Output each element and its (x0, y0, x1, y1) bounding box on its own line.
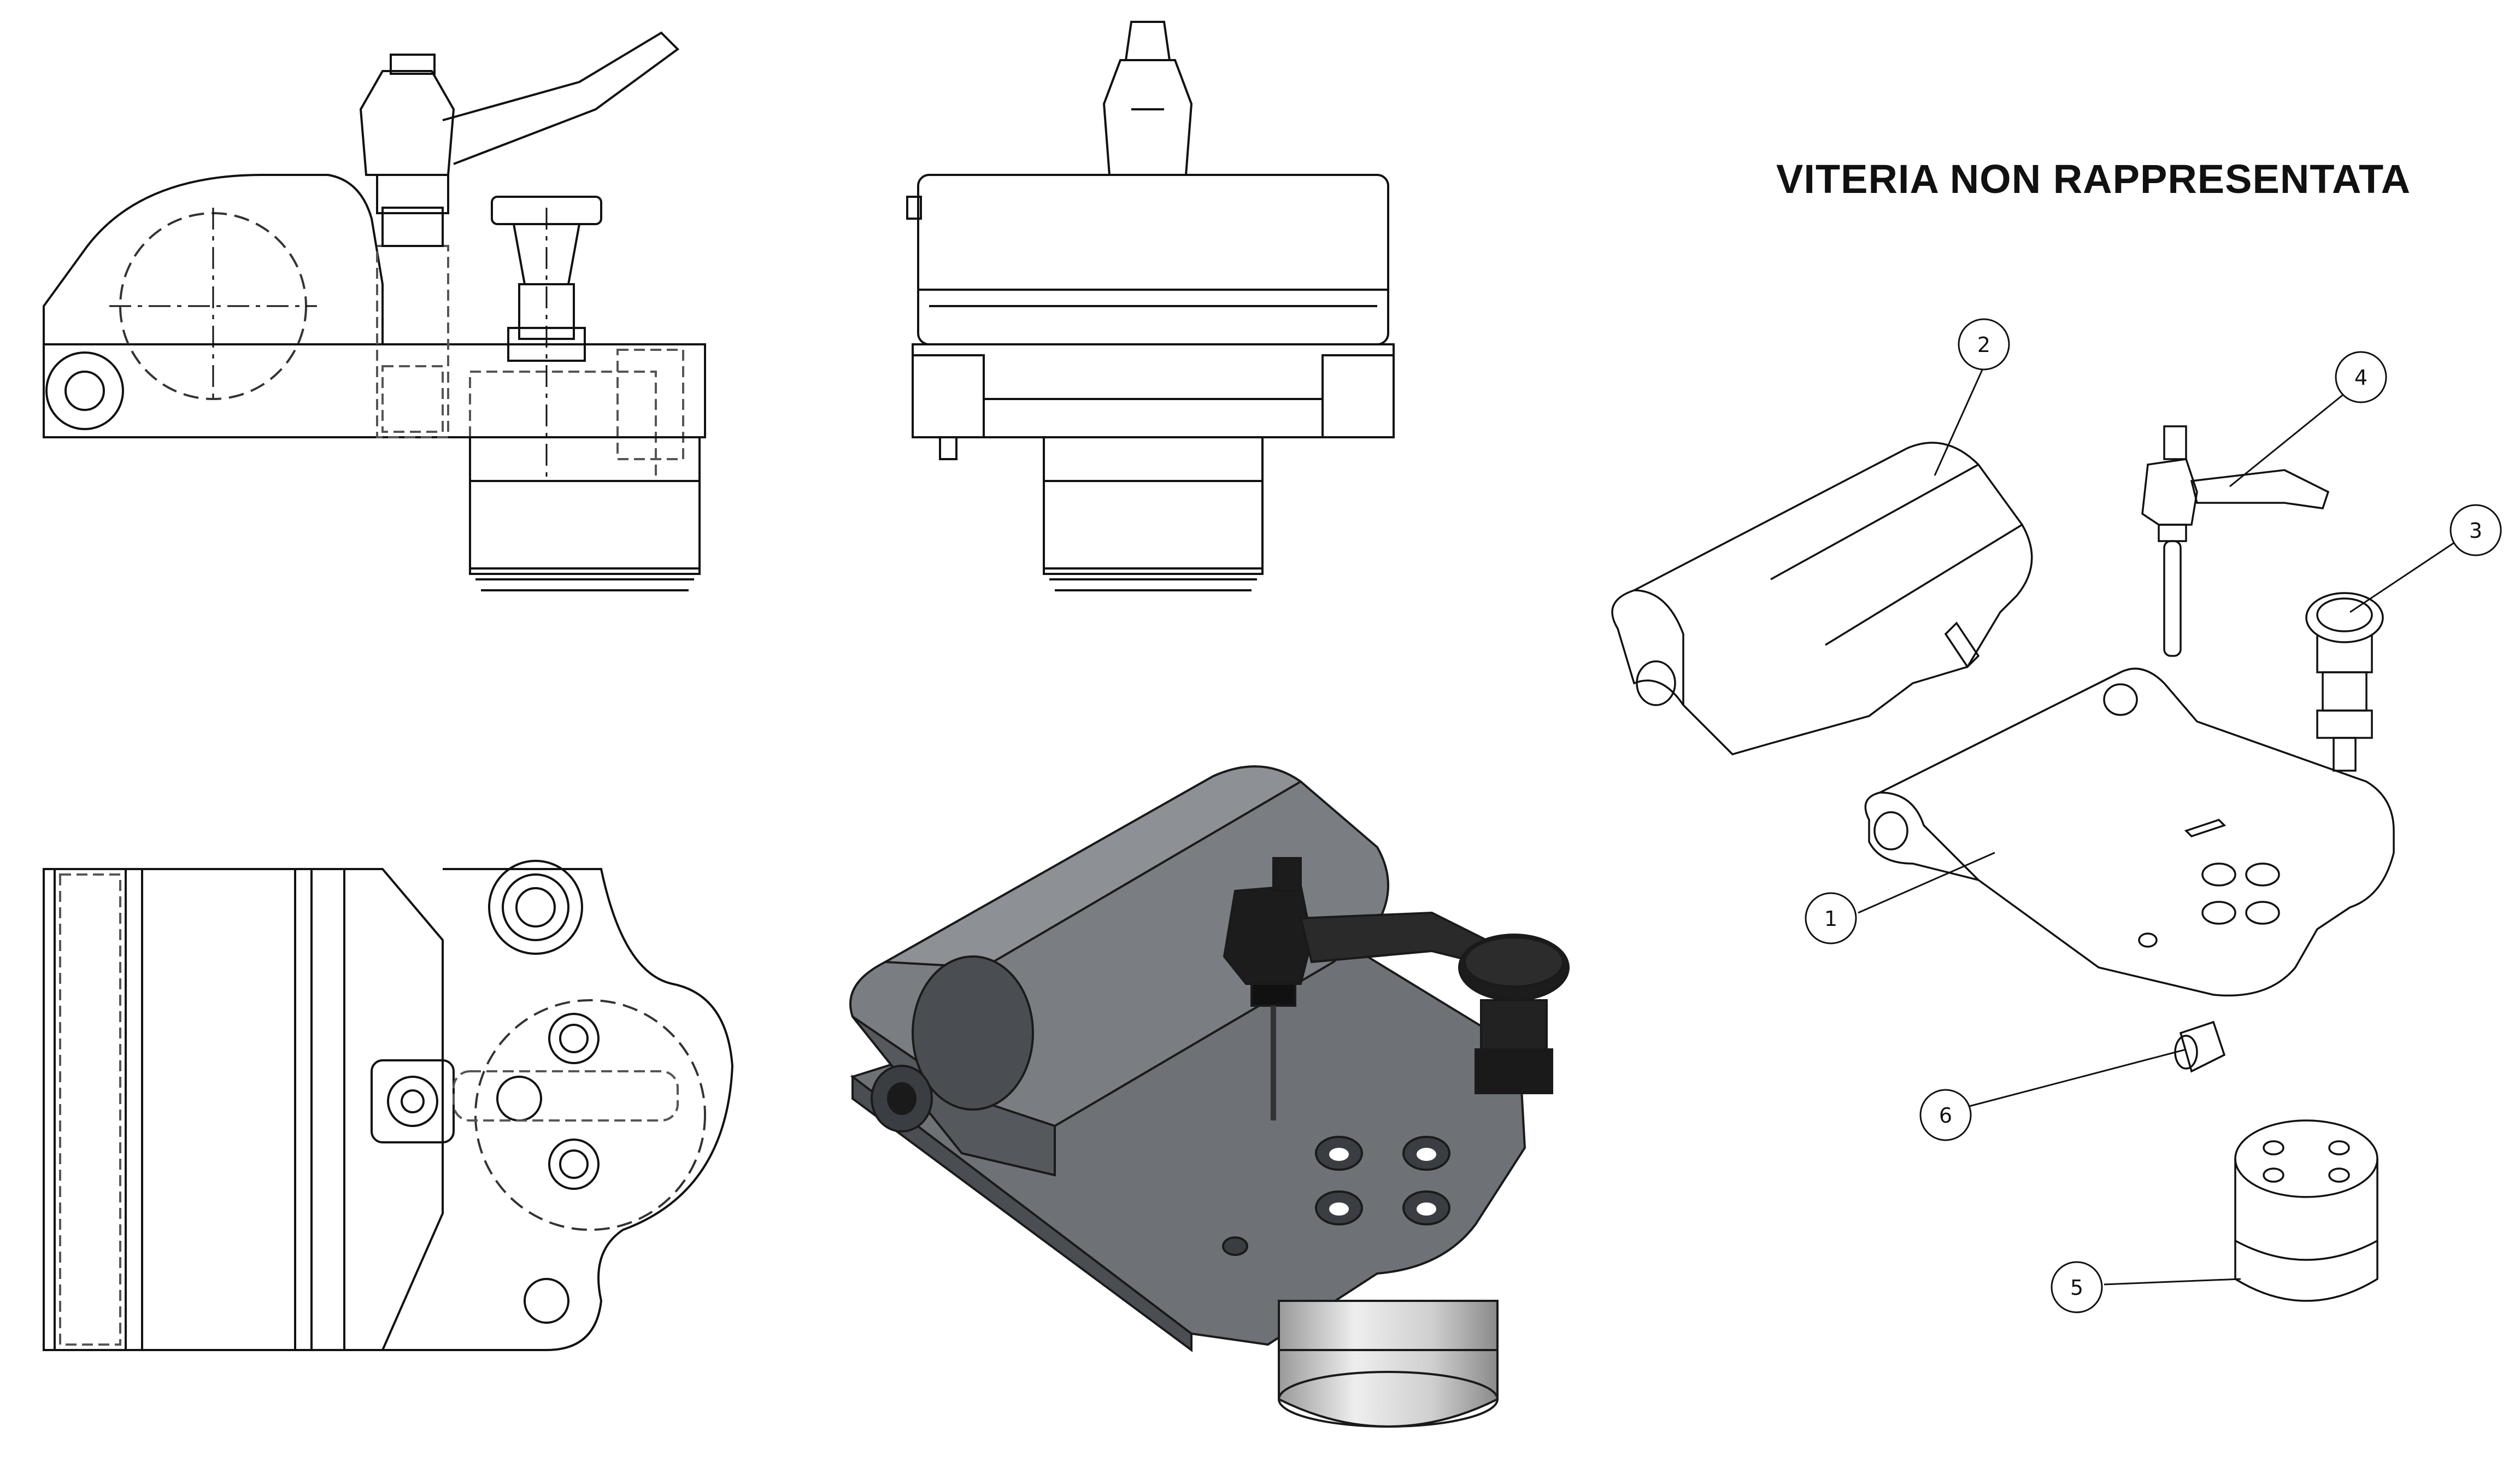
balloon-4: 4 (2335, 351, 2387, 403)
part-1-base-plate (1864, 667, 2395, 997)
part-4-lever (2141, 458, 2198, 526)
part-6-pin (2179, 1020, 2226, 1073)
balloon-6-label: 6 (1939, 1104, 1952, 1128)
side-view (906, 21, 1395, 591)
top-view (43, 860, 734, 1351)
balloon-4-label: 4 (2354, 366, 2368, 390)
front-view (43, 31, 706, 591)
part-5-cylinder (2234, 1119, 2378, 1302)
balloon-2-label: 2 (1977, 333, 1990, 357)
balloon-3: 3 (2449, 504, 2502, 556)
isometric-assembly-view (849, 765, 1570, 1428)
balloon-3-label: 3 (2469, 519, 2482, 543)
balloon-1-label: 1 (1824, 907, 1837, 931)
balloon-callouts (1858, 366, 2457, 1286)
balloon-1: 1 (1805, 892, 1857, 944)
balloon-6: 6 (1919, 1089, 1972, 1141)
balloon-5-label: 5 (2070, 1276, 2083, 1300)
drawing-note: VITERIA NON RAPPRESENTATA (1776, 156, 2411, 202)
balloon-2: 2 (1958, 318, 2010, 371)
part-3-plunger-knob (2305, 592, 2384, 643)
balloon-5: 5 (2051, 1261, 2103, 1313)
exploded-view (1611, 425, 2395, 1302)
part-2-clamp-cover (1611, 442, 2033, 755)
